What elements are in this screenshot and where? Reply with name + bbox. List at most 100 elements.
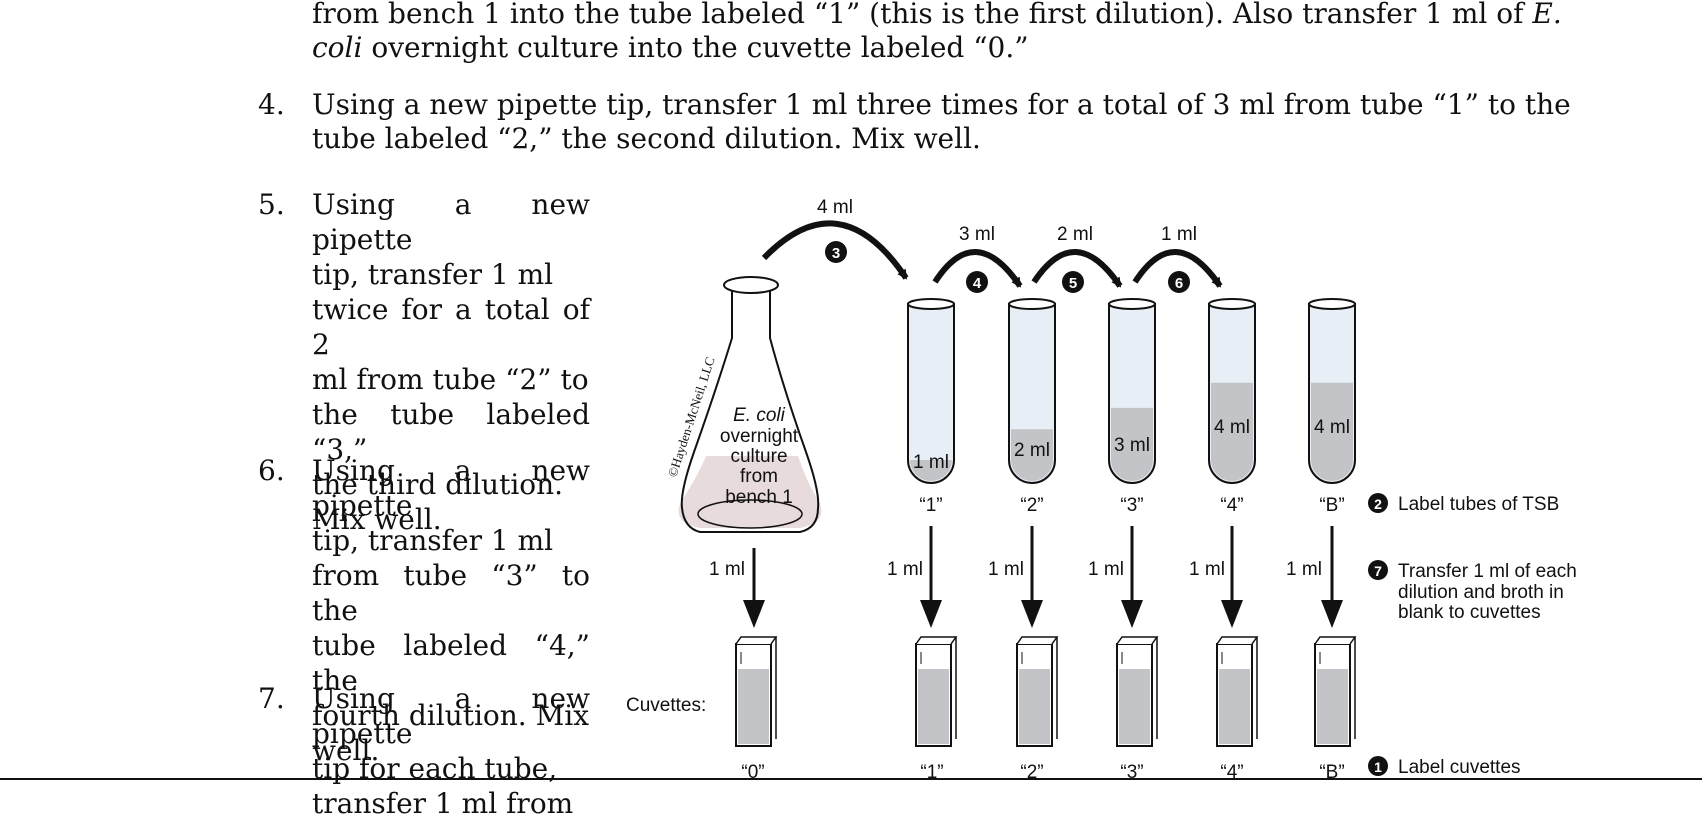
tube-label: “B” (1319, 495, 1344, 516)
transfer-volume: 3 ml (959, 224, 995, 245)
flask-label-line: bench 1 (725, 487, 793, 508)
legend-marker-1-text: 1 (1374, 759, 1382, 775)
cuvette-top (1116, 636, 1159, 645)
down-volume: 1 ml (988, 559, 1024, 580)
tube-volume-label: 1 ml (913, 452, 949, 473)
step3-line2-text: overnight culture into the cuvette label… (362, 31, 1029, 64)
cuvette-label: “B” (1319, 762, 1344, 780)
down-arrow-head (743, 600, 765, 628)
test-tubes: 1 ml “1” 2 ml “2” 3 ml “3” 4 ml “4” (907, 298, 1356, 516)
curved-arrow (761, 220, 909, 280)
step-marker-3 (825, 241, 847, 263)
step5-line: tip, transfer 1 ml (312, 258, 554, 291)
step-marker-5-text: 5 (1069, 275, 1077, 292)
step5-text: Using a new pipette tip, transfer 1 ml t… (312, 187, 590, 537)
bottom-rule (0, 778, 1702, 780)
legend-marker-2 (1368, 493, 1388, 513)
tube-liquid (910, 460, 952, 481)
down-volume: 1 ml (709, 559, 745, 580)
transfer-arrows: 4 ml 3 ml 2 ml 1 ml 3 4 5 6 (761, 197, 1223, 293)
tube-rim (1008, 298, 1056, 310)
test-tube: 3 ml “3” (1108, 298, 1156, 516)
legend-text: Label cuvettes (1398, 757, 1521, 778)
step4-line2: tube labeled “2,” the second dilution. M… (312, 122, 981, 155)
tube-label: “2” (1020, 495, 1043, 516)
cuvette-liquid (1019, 669, 1050, 744)
dilution-diagram: ©Hayden-McNeil, LLC E. coli overnight cu… (626, 197, 1577, 780)
cuvette-liquid (1317, 669, 1348, 744)
legend-marker-1 (1368, 756, 1388, 776)
step6-line: fourth dilution. Mix (312, 699, 590, 732)
transfer-volume: 1 ml (1161, 224, 1197, 245)
step-marker-6-text: 6 (1175, 275, 1183, 292)
tube-label: “1” (919, 495, 942, 516)
test-tube: 2 ml “2” (1008, 298, 1056, 516)
cuvette-label: “1” (920, 762, 943, 780)
tube-label: “3” (1120, 495, 1143, 516)
down-arrow-head (1021, 600, 1043, 628)
tube-volume-label: 3 ml (1114, 435, 1150, 456)
step5-line: ml from tube “2” to (312, 363, 589, 396)
transfer-volume: 4 ml (817, 197, 853, 218)
legend-text: Label tubes of TSB (1398, 494, 1559, 515)
tube-volume-label: 2 ml (1014, 440, 1050, 461)
tube-liquid (1011, 429, 1053, 481)
step3-line1-text: from bench 1 into the tube labeled “1” (… (312, 0, 1533, 30)
step6-line: tube labeled “4,” the (312, 629, 590, 697)
legend-marker-7-text: 7 (1374, 563, 1382, 579)
cuvette: “1” (915, 636, 958, 780)
transfer-volume: 2 ml (1057, 224, 1093, 245)
tube-label: “4” (1220, 495, 1243, 516)
step3-line1-italic: E. (1532, 0, 1562, 30)
cuvette-top (1016, 636, 1059, 645)
flask-label-line: overnight (720, 426, 799, 447)
down-volume: 1 ml (1189, 559, 1225, 580)
cuvettes-label: Cuvettes: (626, 695, 706, 716)
step6-line: Using a new pipette (312, 454, 590, 522)
tube-rim (1108, 298, 1156, 310)
step-marker-4-text: 4 (973, 275, 982, 292)
tube-liquid (1211, 382, 1253, 481)
cuvettes: “0” “1” “2” “3” (735, 636, 1357, 780)
legend: 2 Label tubes of TSB 7 Transfer 1 ml of … (1368, 493, 1577, 778)
cuvette-top (915, 636, 958, 645)
step5-line: twice for a total of 2 (312, 293, 590, 361)
down-arrow-head (1121, 600, 1143, 628)
curved-arrow (1132, 249, 1223, 288)
tube-liquid (1311, 382, 1353, 481)
cuvette: “3” (1116, 636, 1159, 780)
cuvette-liquid (738, 669, 769, 744)
cuvette-label: “2” (1020, 762, 1043, 780)
tube-glass (907, 303, 955, 484)
flask-mouth (723, 276, 779, 294)
cuvette-top (1216, 636, 1259, 645)
down-volume: 1 ml (887, 559, 923, 580)
cuvette-top (735, 636, 778, 645)
flask: E. coli overnight culture from bench 1 (678, 276, 822, 533)
step5-number: 5. (258, 188, 285, 221)
step5-line: the tube labeled “3,” (312, 398, 590, 466)
flask-base (697, 499, 803, 529)
step-marker-4 (966, 271, 988, 293)
flask-glass (680, 290, 820, 533)
flask-liquid (678, 456, 822, 528)
cuvette: “0” (735, 636, 778, 780)
tube-liquid (1111, 407, 1153, 481)
legend-marker-2-text: 2 (1374, 496, 1382, 512)
legend-marker-7 (1368, 560, 1388, 580)
tube-volume-label: 4 ml (1314, 417, 1350, 438)
cuvette-label: “4” (1220, 762, 1243, 780)
down-volume: 1 ml (1088, 559, 1124, 580)
step-marker-5 (1062, 271, 1084, 293)
cuvette-liquid (1119, 669, 1150, 744)
step3-line2: coli overnight culture into the cuvette … (312, 32, 1029, 64)
step4-number: 4. (258, 88, 285, 121)
step5-line: Mix well. (312, 503, 442, 536)
step-marker-3-text: 3 (832, 245, 840, 262)
down-arrow-head (1321, 600, 1343, 628)
step3-line2-italic: coli (312, 31, 363, 64)
step6-line: well. (312, 734, 380, 767)
step6-number: 6. (258, 454, 285, 487)
cuvette-liquid (918, 669, 949, 744)
step6-text: Using a new pipette tip, transfer 1 ml f… (312, 453, 590, 768)
